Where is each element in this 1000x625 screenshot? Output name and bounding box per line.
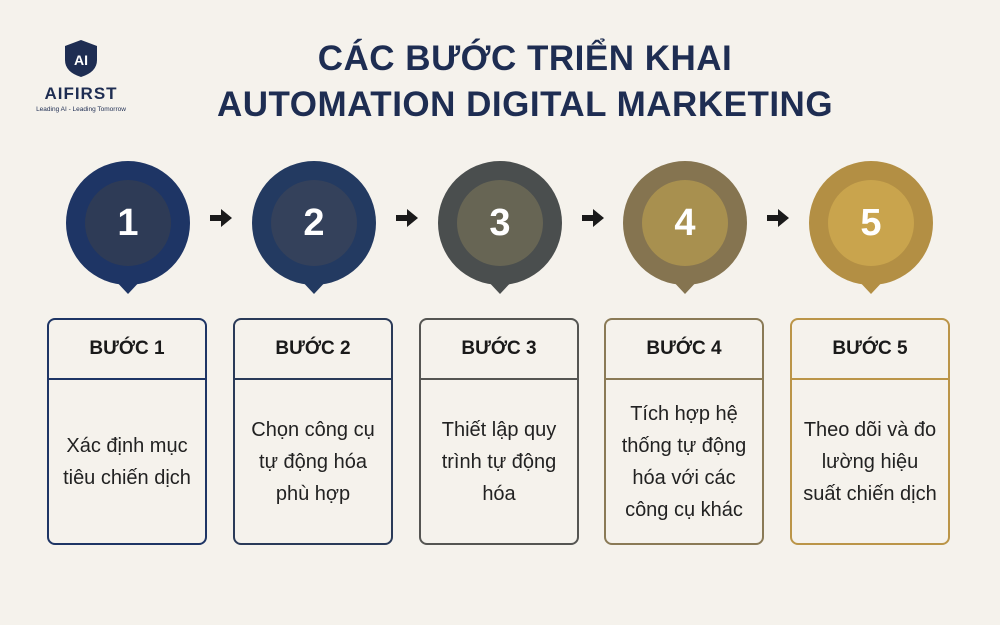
arrow-right-icon (395, 207, 419, 229)
logo-mark-text: AI (74, 52, 88, 68)
arrow-right-icon (766, 207, 790, 229)
page-title: CÁC BƯỚC TRIỂN KHAI AUTOMATION DIGITAL M… (150, 36, 900, 128)
step-number: 2 (303, 201, 325, 244)
step-marker-1: 1 (65, 160, 191, 294)
brand-logo: AI AIFIRST Leading AI - Leading Tomorrow (26, 38, 136, 113)
title-line-1: CÁC BƯỚC TRIỂN KHAI (317, 39, 733, 78)
step-label: BƯỚC 5 (792, 320, 948, 380)
step-card-2: BƯỚC 2 Chọn công cụ tự động hóa phù hợp (233, 318, 393, 545)
step-card-4: BƯỚC 4 Tích hợp hệ thống tự động hóa với … (604, 318, 764, 545)
step-card-1: BƯỚC 1 Xác định mục tiêu chiến dịch (47, 318, 207, 545)
step-marker-2: 2 (251, 160, 377, 294)
step-description: Thiết lập quy trình tự động hóa (441, 418, 557, 505)
step-number: 1 (117, 201, 139, 244)
step-number: 5 (860, 201, 882, 244)
arrow-right-icon (209, 207, 233, 229)
step-label: BƯỚC 1 (49, 320, 205, 380)
step-number: 3 (489, 201, 511, 244)
step-label: BƯỚC 4 (606, 320, 762, 380)
arrow-right-icon (581, 207, 605, 229)
step-marker-5: 5 (808, 160, 934, 294)
step-marker-3: 3 (437, 160, 563, 294)
step-number: 4 (674, 201, 696, 244)
step-card-5: BƯỚC 5 Theo dõi và đo lường hiệu suất chi… (790, 318, 950, 545)
step-card-3: BƯỚC 3 Thiết lập quy trình tự động hóa (419, 318, 579, 545)
title-line-2: AUTOMATION DIGITAL MARKETING (216, 85, 834, 124)
step-marker-4: 4 (622, 160, 748, 294)
step-description: Chọn công cụ tự động hóa phù hợp (251, 418, 375, 505)
step-description: Xác định mục tiêu chiến dịch (63, 434, 191, 489)
step-label: BƯỚC 3 (421, 320, 577, 380)
brand-name: AIFIRST (44, 84, 118, 103)
step-description: Tích hợp hệ thống tự động hóa với các cô… (621, 402, 747, 521)
shield-icon: AI (65, 40, 97, 77)
step-description: Theo dõi và đo lường hiệu suất chiến dịc… (803, 418, 937, 505)
step-label: BƯỚC 2 (235, 320, 391, 380)
brand-tagline: Leading AI - Leading Tomorrow (36, 106, 126, 113)
